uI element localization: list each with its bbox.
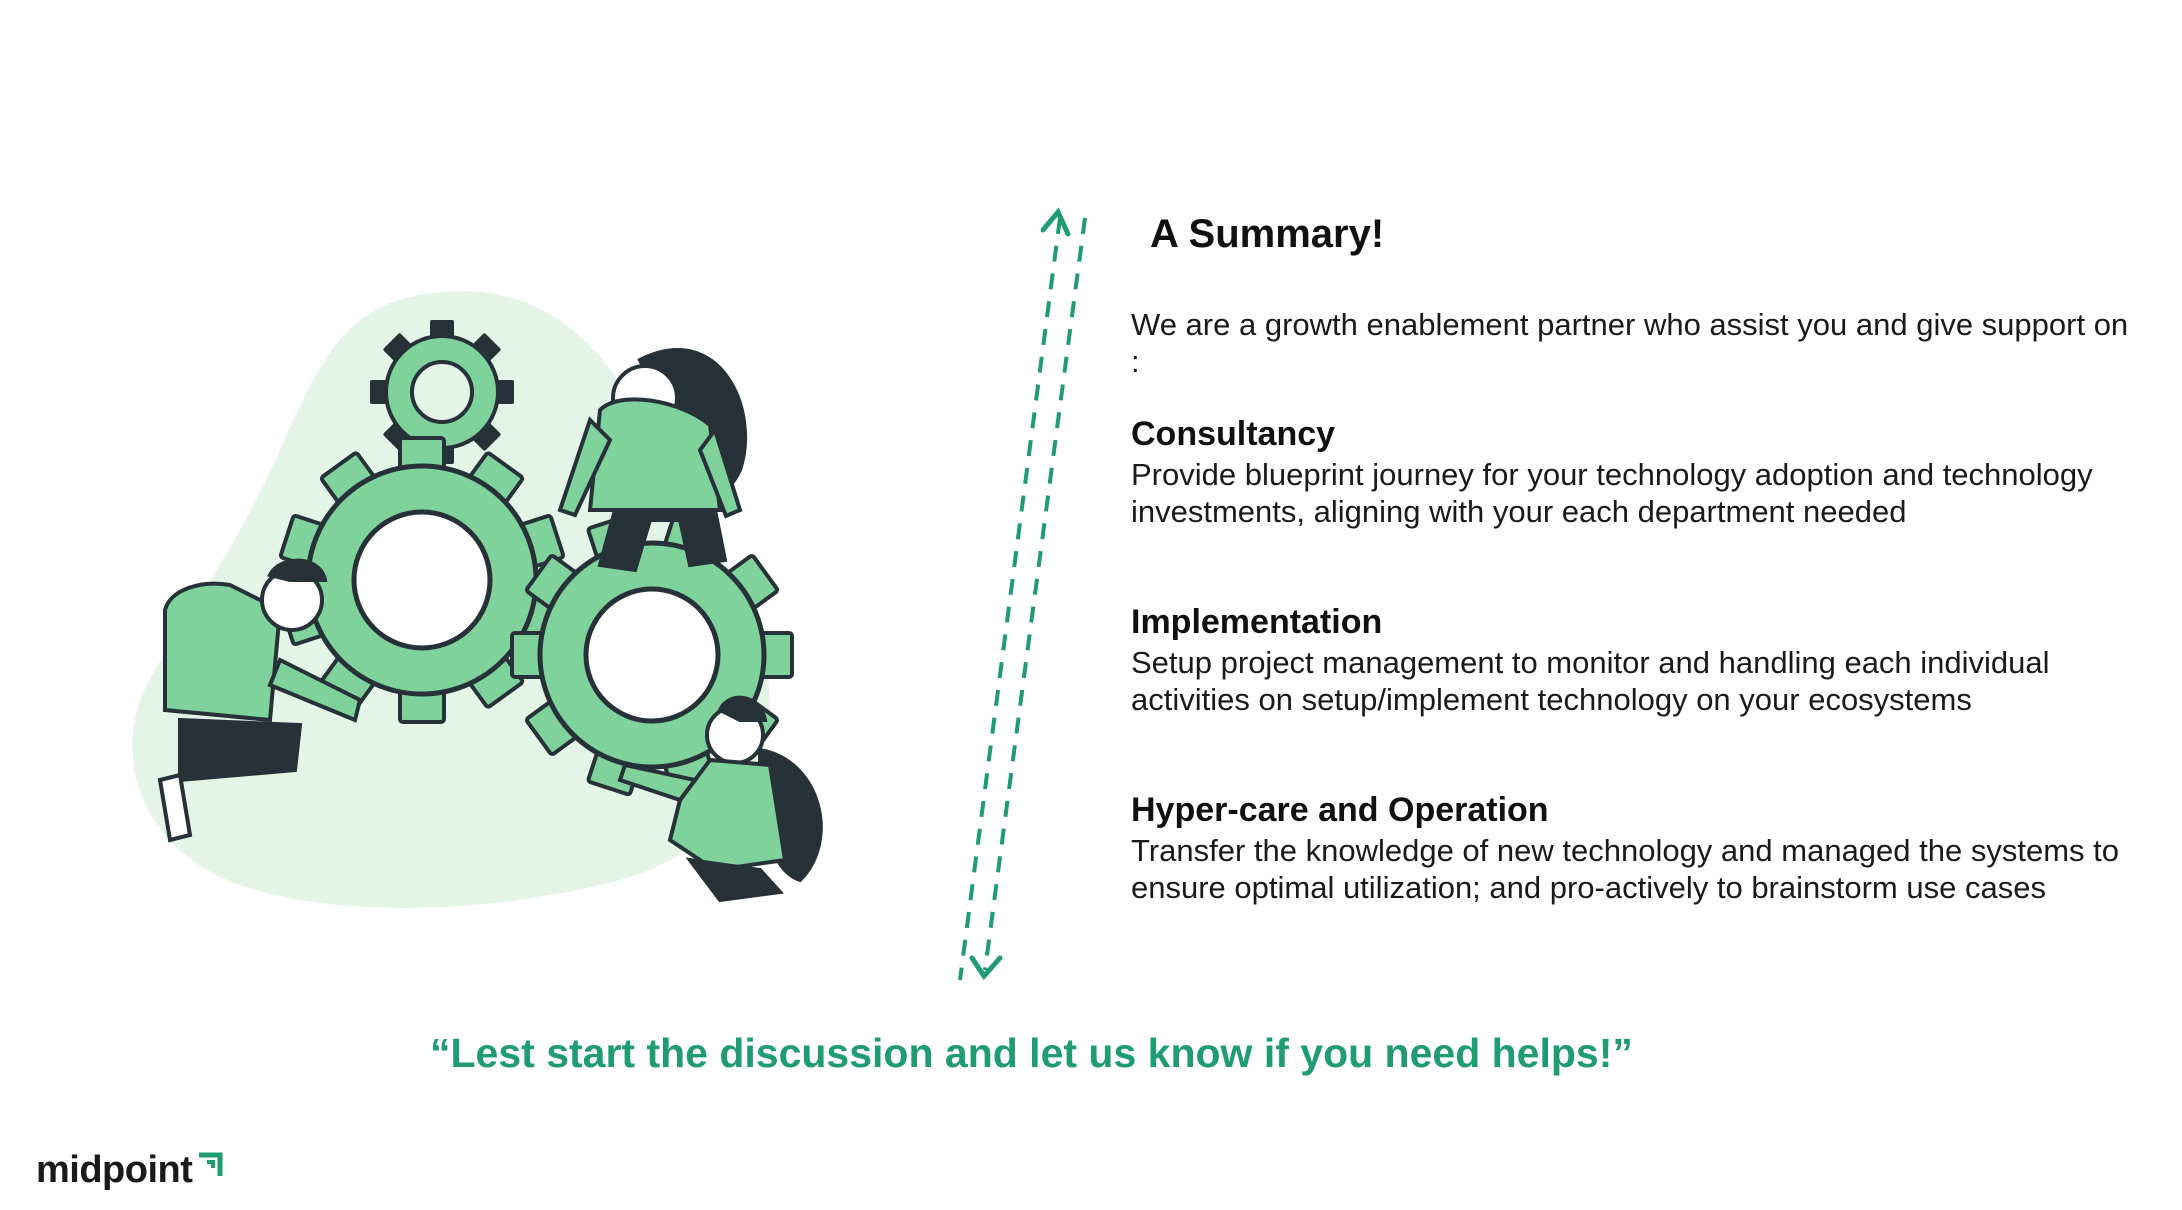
large-gear-right-icon [510,513,794,797]
arrow-down-icon [969,955,1003,981]
arrow-up-icon [1040,207,1071,237]
summary-title: A Summary! [1150,212,1385,256]
brand-name: midpoint [36,1149,193,1191]
service-body: Setup project management to monitor and … [1131,645,2050,717]
small-gear-icon [370,320,514,464]
service-heading: Hyper-care and Operation [1131,791,1549,829]
service-heading: Consultancy [1131,415,1336,453]
service-implementation: Implementation Setup project management … [1131,602,2141,718]
woman-bottom-figure [617,695,823,903]
service-consultancy: Consultancy Provide blueprint journey fo… [1131,414,2141,530]
brand-logo: midpoint [36,1148,225,1192]
man-left-figure [157,558,363,843]
call-to-action-quote: “Lest start the discussion and let us kn… [430,1030,1633,1076]
service-body: Transfer the knowledge of new technology… [1131,833,2119,905]
service-body: Provide blueprint journey for your techn… [1131,457,2093,529]
service-heading: Implementation [1131,603,1383,641]
corner-arrow-icon [199,1152,223,1176]
teamwork-gears-illustration [132,291,823,908]
summary-intro: We are a growth enablement partner who a… [1131,307,2129,379]
service-hypercare: Hyper-care and Operation Transfer the kn… [1131,790,2141,906]
woman-top-figure [557,348,748,573]
dashed-arrows-divider [958,207,1087,981]
